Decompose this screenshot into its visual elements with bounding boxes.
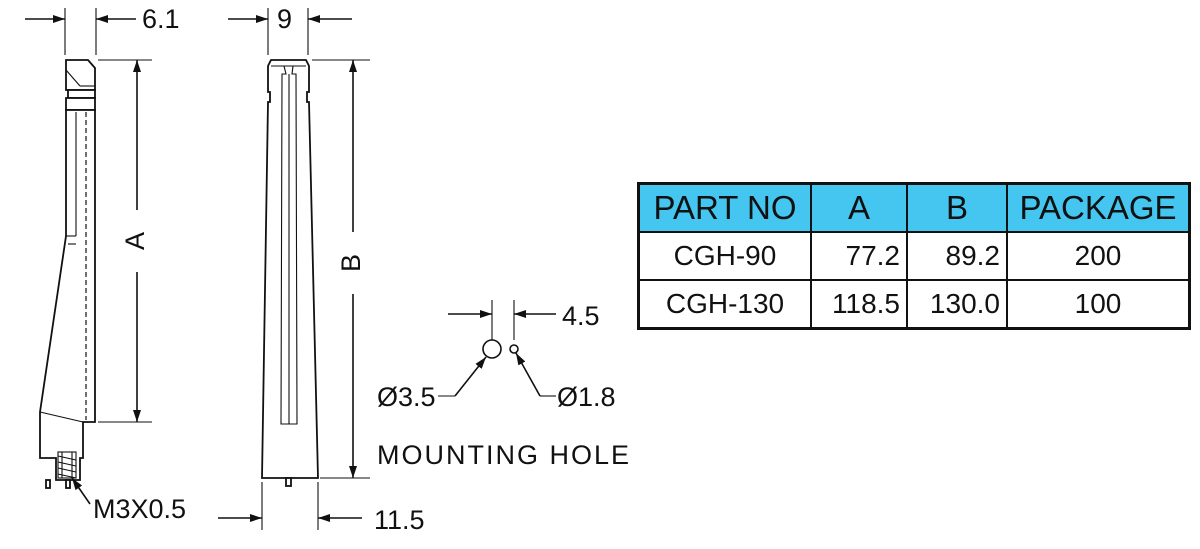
cell-a: 118.5 xyxy=(810,279,908,330)
cell-part-no: CGH-130 xyxy=(637,279,812,330)
small-hole xyxy=(509,344,519,354)
base-width-label: 11.5 xyxy=(374,505,425,535)
thread-insert xyxy=(57,451,77,479)
header-b: B xyxy=(906,182,1008,233)
hole-spacing-dimension: 4.5 xyxy=(448,300,600,340)
cell-package: 100 xyxy=(1006,279,1191,330)
dimension-b: B xyxy=(312,59,370,479)
side-view-body xyxy=(39,59,96,489)
mounting-hole-caption: MOUNTING HOLE xyxy=(377,440,631,470)
large-hole-label: Ø3.5 xyxy=(377,382,436,412)
table-row: CGH-130 118.5 130.0 100 xyxy=(637,279,1191,330)
header-a: A xyxy=(810,182,908,233)
front-view-body xyxy=(261,59,319,487)
thread-callout: M3X0.5 xyxy=(71,477,186,524)
cell-package: 200 xyxy=(1006,231,1191,281)
spec-table: PART NO A B PACKAGE CGH-90 77.2 89.2 200… xyxy=(637,182,1191,330)
side-width-dimension: 6.1 xyxy=(25,4,180,55)
side-view: 6.1 xyxy=(25,4,186,524)
header-package: PACKAGE xyxy=(1006,182,1191,233)
front-view: 9 B 11.5 xyxy=(218,4,425,535)
small-hole-callout: Ø1.8 xyxy=(515,352,616,412)
front-width-dimension: 9 xyxy=(228,4,352,55)
table-header-row: PART NO A B PACKAGE xyxy=(637,182,1191,233)
dimension-a: A xyxy=(98,59,152,423)
side-width-label: 6.1 xyxy=(142,4,180,34)
small-hole-label: Ø1.8 xyxy=(557,382,616,412)
header-part-no: PART NO xyxy=(637,182,812,233)
table-row: CGH-90 77.2 89.2 200 xyxy=(637,231,1191,281)
mounting-hole-detail: 4.5 Ø3.5 Ø1.8 MOUNTING HOLE xyxy=(377,300,631,470)
thread-label: M3X0.5 xyxy=(93,494,186,524)
base-width-dimension: 11.5 xyxy=(218,482,425,535)
front-width-label: 9 xyxy=(277,4,292,34)
cell-b: 89.2 xyxy=(906,231,1008,281)
large-hole xyxy=(482,339,502,359)
dimension-a-label: A xyxy=(120,232,150,250)
large-hole-callout: Ø3.5 xyxy=(377,356,487,412)
cell-a: 77.2 xyxy=(810,231,908,281)
cell-part-no: CGH-90 xyxy=(637,231,812,281)
hole-spacing-label: 4.5 xyxy=(562,301,600,331)
cell-b: 130.0 xyxy=(906,279,1008,330)
dimension-b-label: B xyxy=(336,254,366,272)
